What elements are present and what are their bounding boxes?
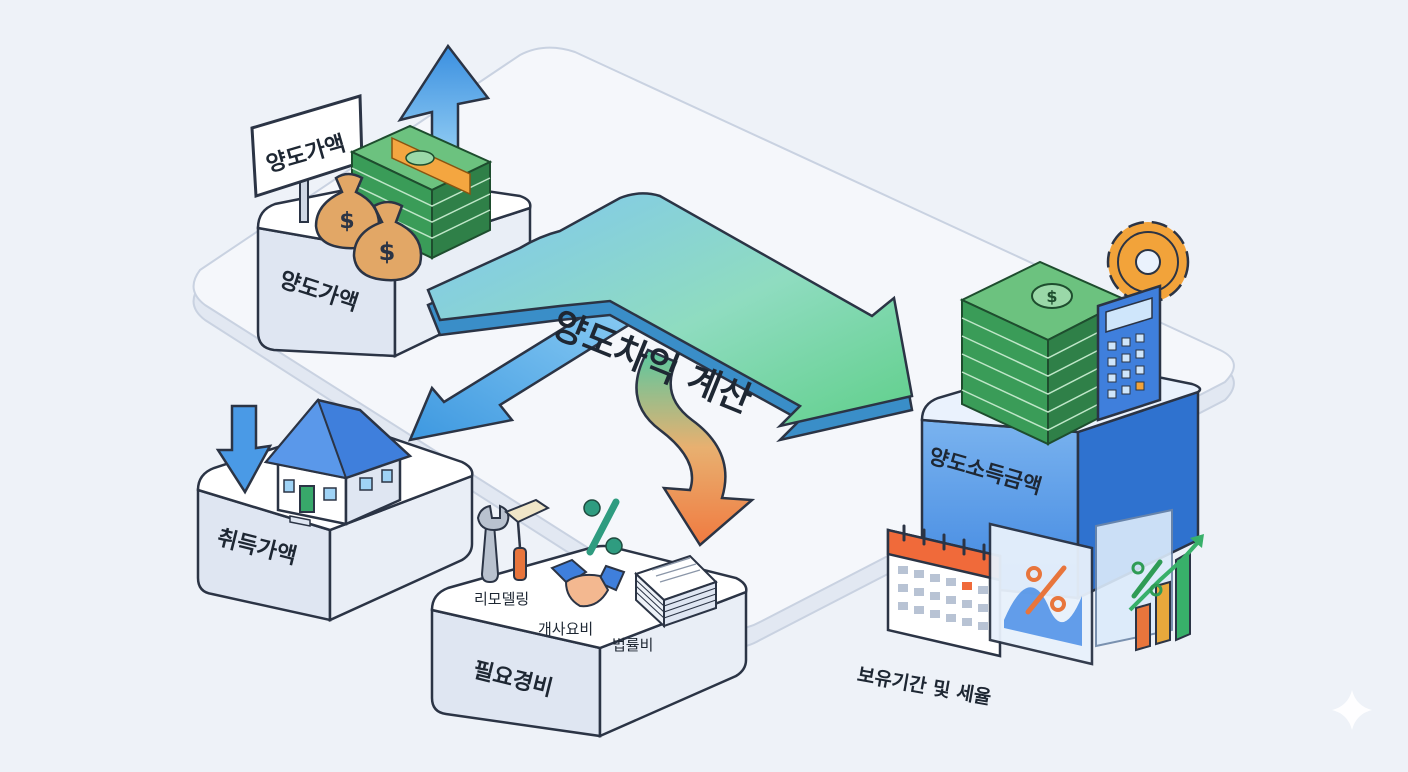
money-bag-icon: $ $ bbox=[314, 172, 423, 282]
percent-chart-icon bbox=[988, 522, 1094, 666]
expense-item-remodeling: 리모델링 bbox=[474, 590, 530, 608]
flow-arrow-blue bbox=[407, 298, 643, 442]
capital-gains-income-block: $ bbox=[920, 220, 1202, 600]
necessary-expenses-block bbox=[430, 498, 748, 738]
flow-arrow-main bbox=[426, 192, 914, 443]
handshake-icon bbox=[550, 558, 626, 608]
bar-chart-icon bbox=[1095, 508, 1204, 652]
svg-text:$: $ bbox=[379, 238, 396, 266]
sale-price-block: $ $ bbox=[250, 43, 532, 358]
svg-text:$: $ bbox=[339, 209, 354, 234]
calendar-icon bbox=[886, 524, 1002, 658]
sparkle-icon bbox=[1332, 690, 1372, 730]
paint-roller-icon bbox=[504, 498, 551, 581]
flow-arrow-orange bbox=[635, 348, 756, 547]
expense-item-brokerage: 개사요비 bbox=[538, 620, 594, 638]
svg-text:$: $ bbox=[1046, 287, 1057, 306]
house-icon bbox=[263, 398, 413, 527]
acquisition-price-block bbox=[196, 398, 474, 622]
calculator-icon bbox=[1096, 284, 1162, 422]
holding-period-tax-block bbox=[886, 508, 1204, 666]
percent-icon bbox=[583, 498, 623, 556]
cash-stack-icon bbox=[349, 124, 493, 260]
documents-icon bbox=[634, 554, 718, 629]
down-arrow-icon bbox=[215, 404, 273, 495]
wrench-icon bbox=[476, 504, 510, 584]
expense-item-legal: 법률비 bbox=[612, 636, 654, 654]
